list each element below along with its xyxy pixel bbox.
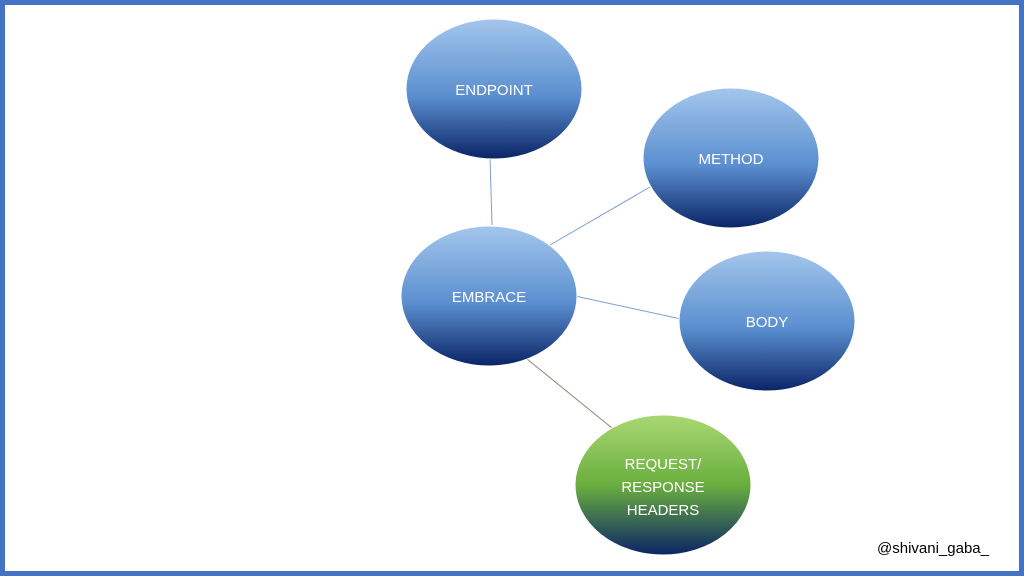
node-headers: REQUEST/ RESPONSE HEADERS <box>574 414 752 556</box>
node-embrace-label: EMBRACE <box>452 289 526 306</box>
edge-embrace-method <box>549 186 651 246</box>
node-method-label: METHOD <box>699 151 764 168</box>
node-endpoint: ENDPOINT <box>405 18 583 160</box>
author-credit: @shivani_gaba_ <box>877 540 989 557</box>
edge-embrace-body <box>574 295 682 320</box>
node-endpoint-label: ENDPOINT <box>455 82 533 99</box>
edge-embrace-endpoint <box>489 156 493 226</box>
node-headers-label-line-3: HEADERS <box>627 502 700 519</box>
node-headers-label-line-1: REQUEST/ <box>625 456 703 473</box>
node-body: BODY <box>678 250 856 392</box>
node-body-label: BODY <box>746 314 789 331</box>
node-method: METHOD <box>642 87 820 229</box>
edge-embrace-headers <box>526 358 613 429</box>
node-headers-label-line-2: RESPONSE <box>621 479 704 496</box>
mind-map-diagram: ENDPOINT METHOD EMBRACE BODY REQUEST/ RE… <box>400 18 856 556</box>
node-embrace: EMBRACE <box>400 225 578 367</box>
